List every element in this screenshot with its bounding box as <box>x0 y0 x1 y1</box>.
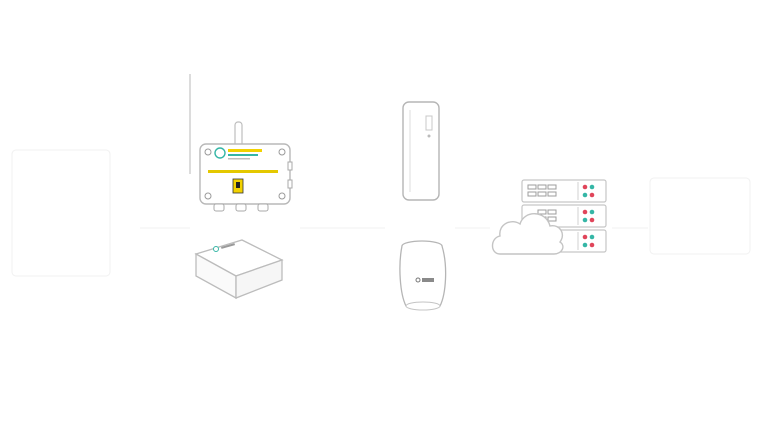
enclosure-with-antenna-icon <box>188 74 298 224</box>
outdoor-gateway-icon <box>398 98 444 206</box>
flat-sensor-box-icon <box>192 236 287 304</box>
cloud-server-icon <box>490 176 610 258</box>
indoor-gateway-icon <box>396 236 452 314</box>
